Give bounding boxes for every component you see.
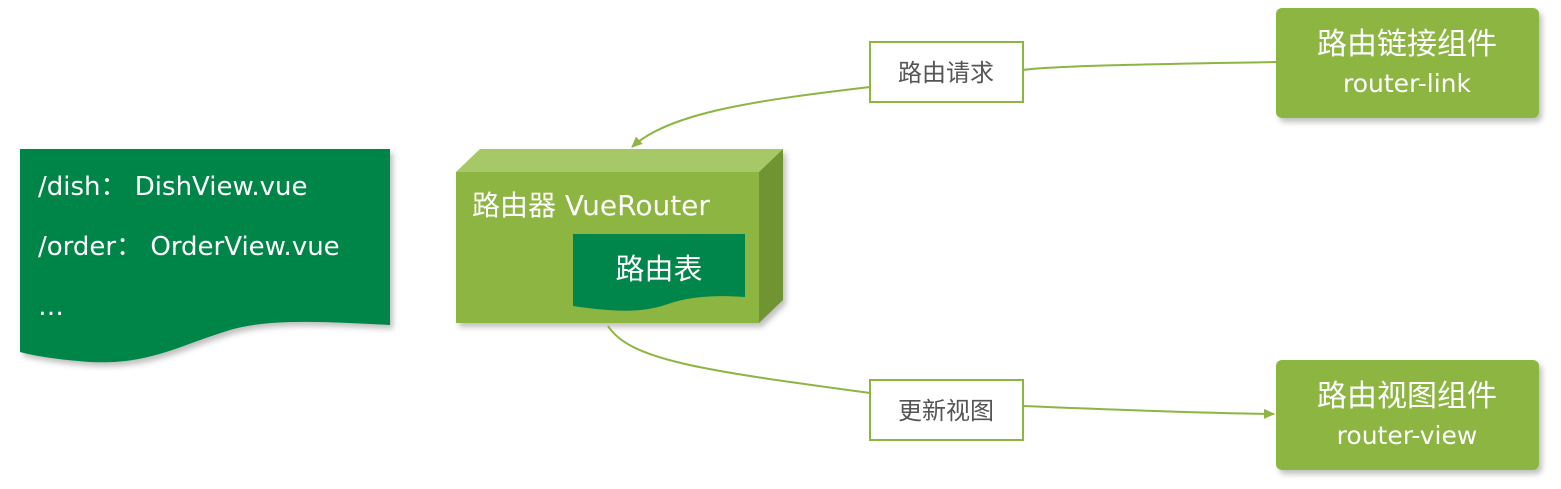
update-label: 更新视图: [898, 397, 994, 425]
update-label-box: 更新视图: [869, 379, 1024, 441]
request-label-box: 路由请求: [869, 41, 1024, 103]
route-table-document: /dish： DishView.vue /order： OrderView.vu…: [20, 149, 390, 363]
document-shape: [20, 149, 390, 363]
router-view-title: 路由视图组件: [1317, 379, 1497, 414]
router-view-subtitle: router-view: [1337, 421, 1478, 450]
router-table-box: 路由表: [573, 234, 745, 311]
route-line-order: /order： OrderView.vue: [38, 232, 340, 262]
request-connector: [632, 61, 1277, 147]
route-line-dish: /dish： DishView.vue: [38, 172, 307, 202]
router-link-box: [1276, 8, 1539, 118]
router-view-component: 路由视图组件 router-view: [1276, 360, 1539, 470]
router-title: 路由器 VueRouter: [472, 189, 710, 222]
cube-top-face: [456, 149, 783, 172]
cube-side-face: [759, 149, 783, 323]
router-link-subtitle: router-link: [1343, 69, 1471, 98]
route-line-ellipsis: …: [38, 292, 64, 322]
request-label: 路由请求: [898, 59, 994, 87]
router-view-box: [1276, 360, 1539, 470]
router-link-component: 路由链接组件 router-link: [1276, 8, 1539, 118]
update-connector: [607, 325, 1274, 414]
router-table-shape: [573, 234, 745, 311]
router-table-label: 路由表: [615, 252, 702, 286]
router-link-title: 路由链接组件: [1317, 27, 1497, 62]
